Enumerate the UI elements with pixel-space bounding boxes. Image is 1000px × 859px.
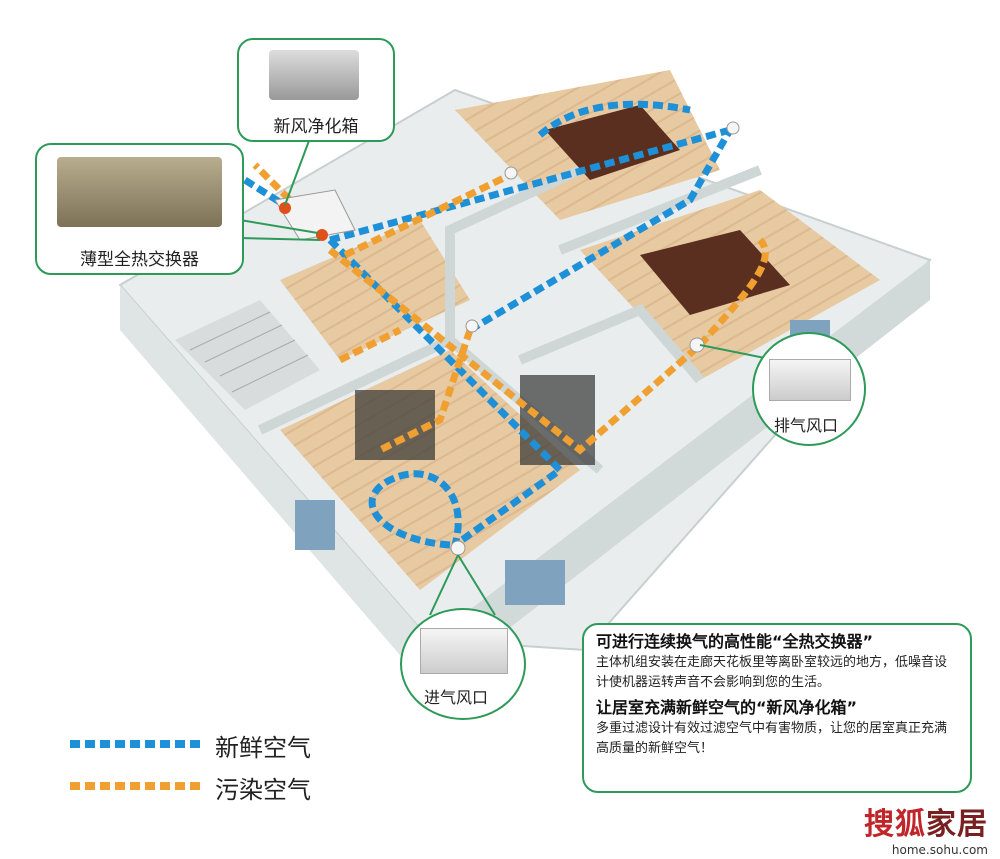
fresh-air-box-image <box>269 50 359 100</box>
heat-exchanger-image <box>57 157 222 227</box>
watermark-brand-a: 搜狐 <box>864 807 926 842</box>
window <box>295 500 335 550</box>
watermark-brand-b: 家居 <box>926 807 988 842</box>
fresh-air-box-label: 新风净化箱 <box>273 117 359 137</box>
polluted-air-flow <box>252 162 769 455</box>
heat-exchanger-unit <box>274 189 356 241</box>
legend-fresh-label: 新鲜空气 <box>215 734 311 762</box>
info-body-1: 主体机组安装在走廊天花板里等离卧室较远的地方，低噪音设计使机器运转声音不会影响到… <box>596 655 948 690</box>
window <box>505 560 565 605</box>
legend-polluted-label: 污染空气 <box>215 776 311 804</box>
closet-door <box>355 390 435 460</box>
closet-door-2 <box>520 375 595 465</box>
callout-heat-exchanger: 薄型全热交换器 <box>35 143 244 275</box>
watermark-url: home.sohu.com <box>891 843 988 857</box>
vent-markers <box>450 121 740 556</box>
bed-1 <box>545 105 680 180</box>
bed-2 <box>640 230 790 315</box>
fresh-air-flow <box>243 100 734 549</box>
watermark-logo: 搜狐家居 <box>864 799 988 843</box>
info-heading-2: 让居室充满新鲜空气的“新风净化箱” <box>596 698 858 717</box>
exhaust-vent-label: 排气风口 <box>774 416 839 435</box>
callout-intake-vent: 进气风口 <box>400 608 526 720</box>
info-heading-1: 可进行连续换气的高性能“全热交换器” <box>596 632 874 651</box>
callout-fresh-air-box: 新风净化箱 <box>237 38 395 142</box>
intake-vent-image <box>420 628 508 674</box>
callout-exhaust-vent: 排气风口 <box>752 332 866 446</box>
stairs <box>175 300 320 410</box>
intake-vent-label: 进气风口 <box>424 688 489 707</box>
info-body-2: 多重过滤设计有效过滤空气中有害物质，让您的居室真正充满高质量的新鲜空气！ <box>596 721 948 756</box>
info-box: 可进行连续换气的高性能“全热交换器” 主体机组安装在走廊天花板里等离卧室较远的地… <box>582 623 972 793</box>
exhaust-vent-image <box>769 359 851 401</box>
heat-exchanger-label: 薄型全热交换器 <box>80 250 199 270</box>
